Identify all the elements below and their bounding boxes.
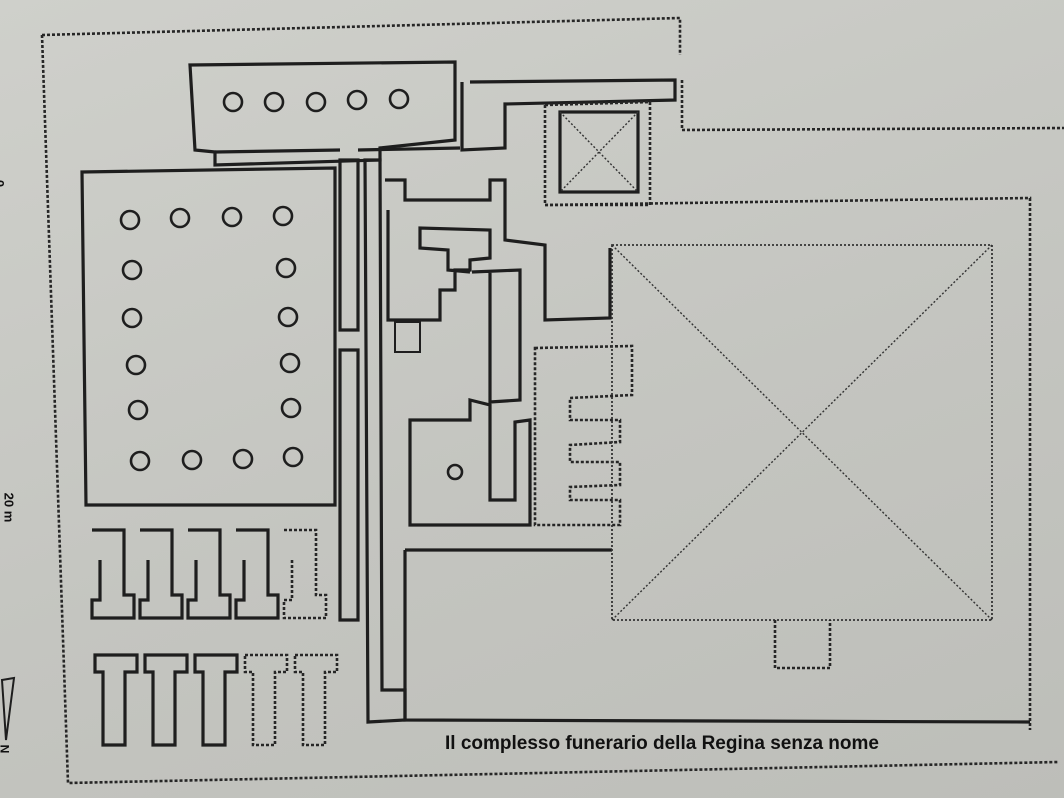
column <box>263 91 285 113</box>
column <box>232 448 254 470</box>
north-arrow-icon <box>0 676 16 741</box>
column <box>275 257 297 279</box>
altar <box>446 463 464 481</box>
causeway-corridor-east <box>363 158 407 724</box>
column <box>221 206 243 228</box>
corridor-top <box>214 146 461 154</box>
main-pyramid <box>611 244 993 621</box>
column <box>121 259 143 281</box>
storeroom <box>186 528 232 620</box>
caption: Il complesso funerario della Regina senz… <box>445 733 879 754</box>
column <box>119 209 141 231</box>
column <box>282 446 304 468</box>
storerooms-east <box>533 344 634 527</box>
column <box>277 306 299 328</box>
causeway-corridor-west <box>338 158 360 622</box>
scale-start-label: 0 <box>0 180 7 187</box>
storeroom <box>293 653 339 747</box>
column <box>181 449 203 471</box>
temple-chambers <box>386 210 522 404</box>
column <box>121 307 143 329</box>
north-label: N <box>0 745 11 754</box>
column <box>346 89 368 111</box>
satellite-pyramid-enclosure <box>543 100 652 207</box>
column <box>272 205 294 227</box>
column <box>125 354 147 376</box>
pyramid-enclosure-wall <box>544 196 1032 730</box>
columned-court <box>80 166 337 507</box>
main-pyramid-diagonals <box>611 244 993 621</box>
upper-corridor <box>460 78 677 152</box>
storeroom <box>243 653 289 747</box>
satellite-pyramid <box>558 110 640 194</box>
column <box>169 207 191 229</box>
outer-enclosure-wall <box>40 16 1064 785</box>
column <box>127 399 149 421</box>
storeroom <box>282 528 328 620</box>
sanctuary-room <box>408 397 532 527</box>
column <box>388 88 410 110</box>
column <box>305 91 327 113</box>
column <box>222 91 244 113</box>
storeroom <box>234 528 280 620</box>
storeroom <box>93 653 139 747</box>
storeroom <box>143 653 189 747</box>
inner-temple <box>385 178 612 322</box>
column <box>279 352 301 374</box>
scale-end-label: 20 m <box>1 492 17 523</box>
column <box>129 450 151 472</box>
storeroom <box>193 653 239 747</box>
columns <box>119 88 410 472</box>
storeroom <box>138 528 184 620</box>
lower-court <box>403 548 1031 724</box>
storerooms-west <box>90 528 339 747</box>
offering-niche <box>394 321 421 353</box>
column <box>280 397 302 419</box>
pyramid-chapel <box>773 620 832 670</box>
satellite-pyramid-diagonals <box>559 111 639 193</box>
storeroom <box>90 528 136 620</box>
